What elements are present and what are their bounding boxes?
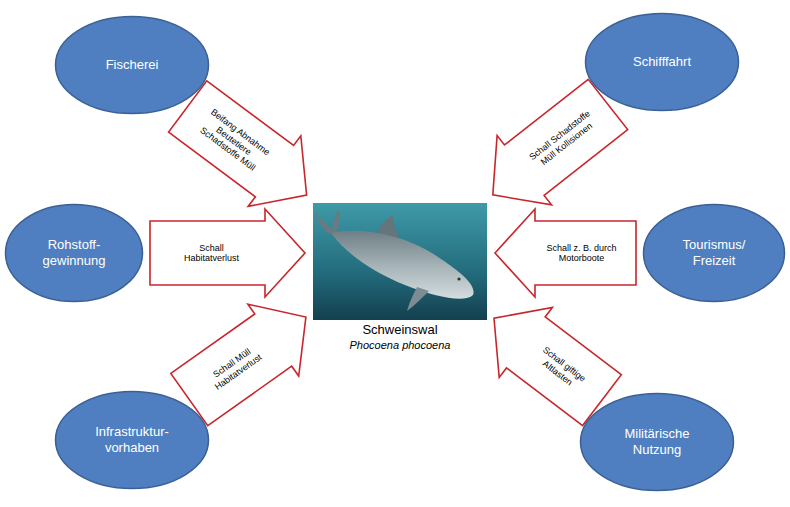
sector-label: Tourismus/ Freizeit bbox=[664, 237, 764, 269]
sector-ellipse: Rohstoff- gewinnung bbox=[4, 203, 144, 303]
ellipse-fill bbox=[56, 17, 209, 114]
water-background bbox=[313, 203, 487, 320]
porpoise-photo bbox=[313, 203, 487, 320]
block-arrow bbox=[495, 209, 636, 297]
porpoise-eye bbox=[457, 277, 460, 280]
block-arrow bbox=[171, 304, 306, 425]
sector-ellipse: Fischerei bbox=[54, 15, 210, 115]
ellipse-fill bbox=[581, 394, 734, 491]
sector-label: Militärische Nutzung bbox=[607, 426, 707, 458]
species-name: Schweinswal bbox=[362, 322, 437, 338]
impact-list: Schall Habitatverlust bbox=[171, 243, 253, 264]
sector-ellipse: Tourismus/ Freizeit bbox=[642, 203, 786, 303]
block-arrow bbox=[169, 81, 307, 207]
block-arrow bbox=[150, 209, 305, 297]
ellipse-fill bbox=[6, 205, 143, 302]
impact-list: Schall z. B. durch Motorboote bbox=[541, 243, 623, 264]
ellipse-fill bbox=[586, 14, 739, 111]
latin-name: Phocoena phocoena bbox=[350, 338, 451, 352]
impact-list: Beifang Abnahme Beutetiere Schadstoffe M… bbox=[192, 104, 277, 178]
impact-list: Schall giftige Altlasten bbox=[522, 336, 600, 402]
sector-ellipse: Infrastruktur- vorhaben bbox=[54, 390, 210, 490]
ellipse-fill bbox=[644, 205, 785, 302]
species-node: SchweinswalPhocoena phocoena bbox=[310, 198, 490, 358]
impact-list: Schall Schadstoffe Müll Kollisionen bbox=[524, 106, 601, 173]
sector-label: Infrastruktur- vorhaben bbox=[82, 424, 182, 456]
sector-label: Fischerei bbox=[106, 57, 159, 73]
porpoise-body bbox=[331, 231, 474, 299]
sector-ellipse: Schifffahrt bbox=[584, 12, 740, 112]
block-arrow bbox=[493, 79, 628, 205]
impact-list: Schall Müll Habitatverlust bbox=[195, 335, 274, 400]
porpoise-tail bbox=[315, 209, 339, 235]
sector-label: Schifffahrt bbox=[633, 54, 691, 70]
porpoise-flipper bbox=[407, 287, 429, 311]
ellipse-fill bbox=[56, 392, 209, 489]
sector-label: Rohstoff- gewinnung bbox=[24, 237, 124, 269]
sector-ellipse: Militärische Nutzung bbox=[579, 392, 735, 492]
